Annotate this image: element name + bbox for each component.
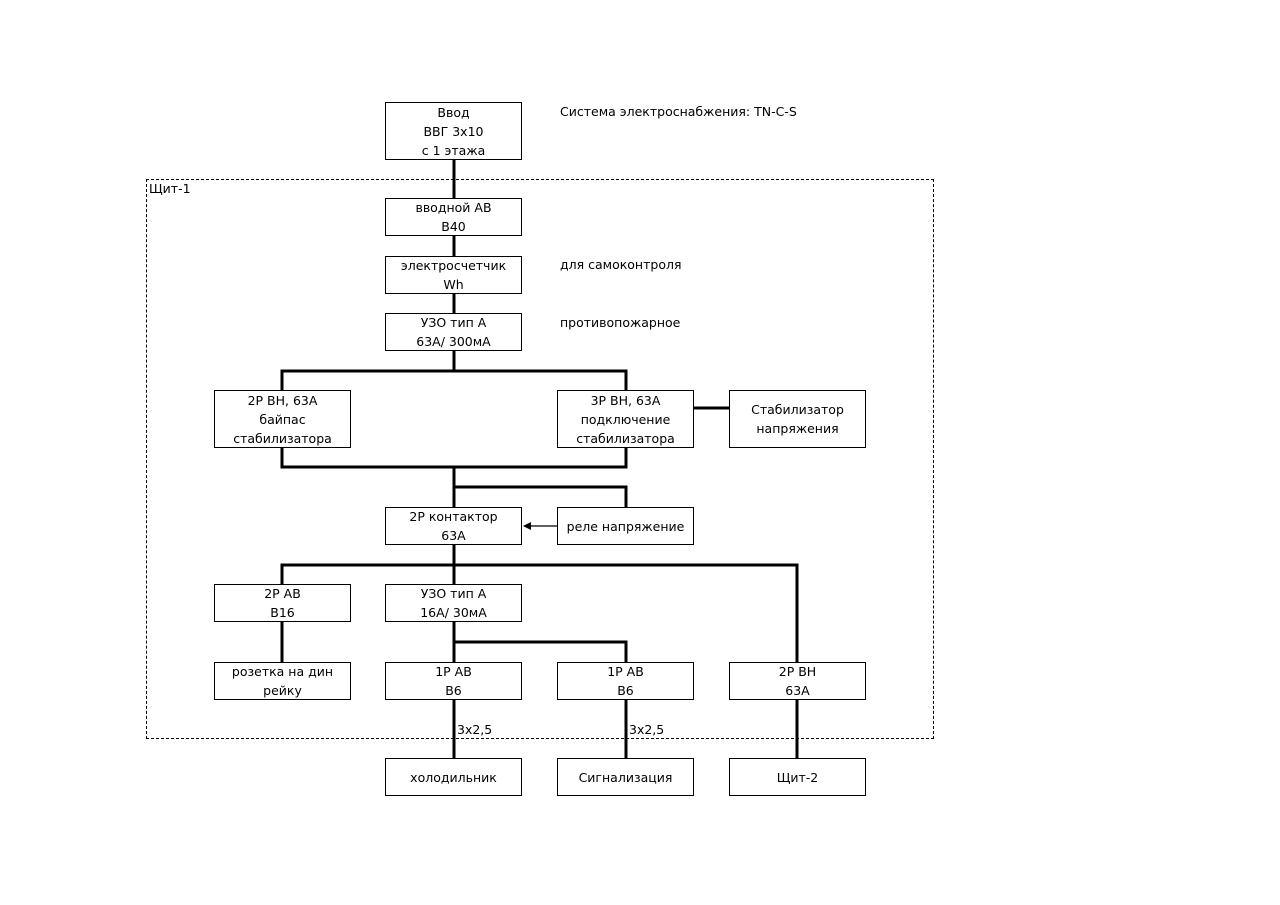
cable-label-fridge: 3x2,5 xyxy=(457,722,493,737)
voltage-relay-box: реле напряжение xyxy=(557,507,694,545)
wire-rcd16-b6-2 xyxy=(452,640,628,664)
system-note: Система электроснабжения: TN-C-S xyxy=(560,104,797,119)
wire-output-bus xyxy=(280,563,799,664)
self-control-note: для самоконтроля xyxy=(560,257,682,272)
fridge-box: холодильник xyxy=(385,758,522,796)
cable-label-alarm: 3x2,5 xyxy=(629,722,665,737)
wire-bus-top xyxy=(280,369,628,392)
panel1-frame xyxy=(146,179,934,739)
panel2-box: Щит-2 xyxy=(729,758,866,796)
wire-relay-feed xyxy=(452,485,628,509)
panel1-label: Щит-1 xyxy=(149,181,191,196)
fire-note: противопожарное xyxy=(560,315,681,330)
alarm-box: Сигнализация xyxy=(557,758,694,796)
